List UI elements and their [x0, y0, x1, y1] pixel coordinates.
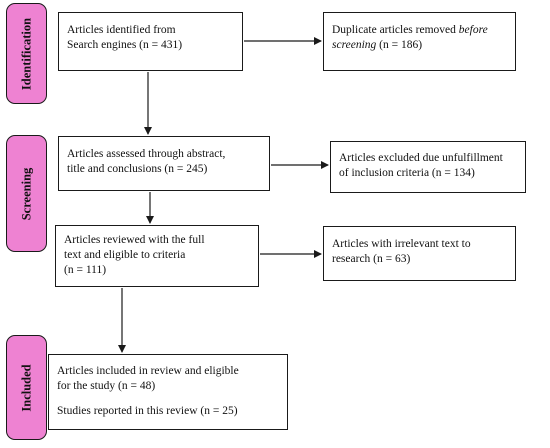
box-excluded: Articles excluded due unfulfillment of i…: [330, 141, 526, 193]
identified-line-2: Search engines (n = 431): [67, 39, 183, 51]
phase-screening: Screening: [6, 135, 47, 252]
phase-included: Included: [6, 335, 47, 440]
box-assessed: Articles assessed through abstract, titl…: [58, 136, 270, 191]
identified-line-1: Articles identified from: [67, 24, 176, 36]
duplicates-italic-1: before: [458, 24, 488, 36]
reviewed-line-1: Articles reviewed with the full: [64, 234, 205, 246]
assessed-line-1: Articles assessed through abstract,: [67, 148, 226, 160]
box-identified: Articles identified from Search engines …: [58, 12, 243, 71]
assessed-line-2: title and conclusions (n = 245): [67, 163, 208, 175]
duplicates-line-2: screening (n = 186): [332, 38, 507, 53]
phase-identification: Identification: [6, 3, 47, 104]
box-irrelevant: Articles with irrelevant text to researc…: [323, 226, 516, 281]
duplicates-text-1: Duplicate articles removed: [332, 24, 459, 36]
included-line-2: for the study (n = 48): [57, 380, 156, 392]
duplicates-line-1: Duplicate articles removed before: [332, 23, 507, 38]
irrelevant-line-2: research (n = 63): [332, 253, 411, 265]
reviewed-line-3: (n = 111): [64, 264, 107, 276]
box-included: Articles included in review and eligible…: [48, 354, 288, 430]
excluded-line-1: Articles excluded due unfulfillment: [339, 152, 503, 164]
box-reviewed: Articles reviewed with the full text and…: [55, 225, 259, 287]
duplicates-italic-2: screening: [332, 39, 377, 51]
included-line-1: Articles included in review and eligible: [57, 365, 239, 377]
reviewed-line-2: text and eligible to criteria: [64, 249, 186, 261]
irrelevant-line-1: Articles with irrelevant text to: [332, 238, 471, 250]
included-line-3: Studies reported in this review (n = 25): [57, 405, 238, 417]
duplicates-text-2: (n = 186): [376, 39, 423, 51]
box-duplicates: Duplicate articles removed before screen…: [323, 12, 516, 71]
excluded-line-2: of inclusion criteria (n = 134): [339, 167, 475, 179]
